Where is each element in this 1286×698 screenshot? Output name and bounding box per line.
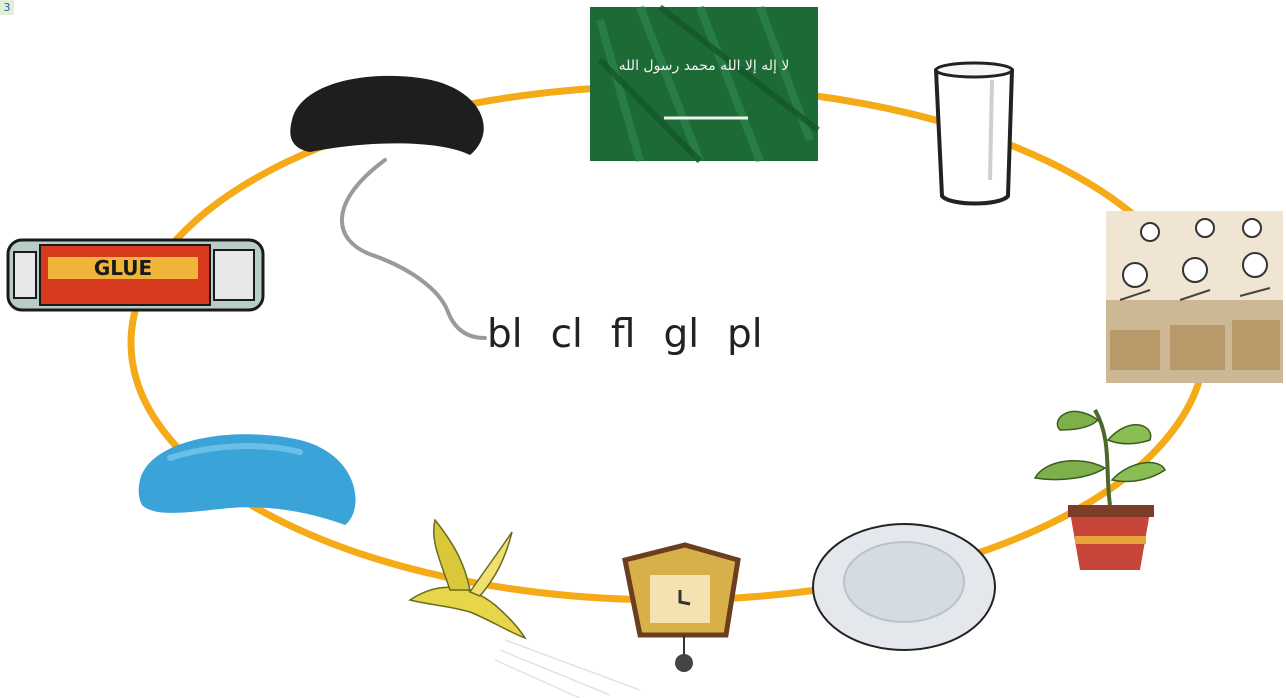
- blend-bl[interactable]: bl: [487, 312, 523, 357]
- blue-bean-icon[interactable]: [138, 434, 356, 525]
- blend-fl[interactable]: fl: [610, 312, 636, 357]
- clock-icon[interactable]: [622, 542, 741, 672]
- glue-icon[interactable]: GLUE: [6, 238, 265, 312]
- blend-gl[interactable]: gl: [663, 312, 700, 357]
- flag-script: لا إله إلا الله محمد رسول الله: [619, 58, 790, 74]
- plant-icon[interactable]: [1033, 409, 1166, 570]
- connector-line: [339, 158, 487, 340]
- blend-cl[interactable]: cl: [550, 312, 583, 357]
- page-number: 3: [0, 0, 14, 15]
- bird-icon[interactable]: [408, 518, 641, 698]
- blend-pl[interactable]: pl: [727, 312, 763, 357]
- black-bean-icon[interactable]: [290, 75, 484, 155]
- flag-icon[interactable]: لا إله إلا الله محمد رسول الله: [590, 4, 820, 164]
- glass-icon[interactable]: [933, 61, 1015, 206]
- glue-label: GLUE: [94, 256, 152, 280]
- plate-icon[interactable]: [812, 523, 996, 651]
- class-icon[interactable]: [1106, 211, 1283, 383]
